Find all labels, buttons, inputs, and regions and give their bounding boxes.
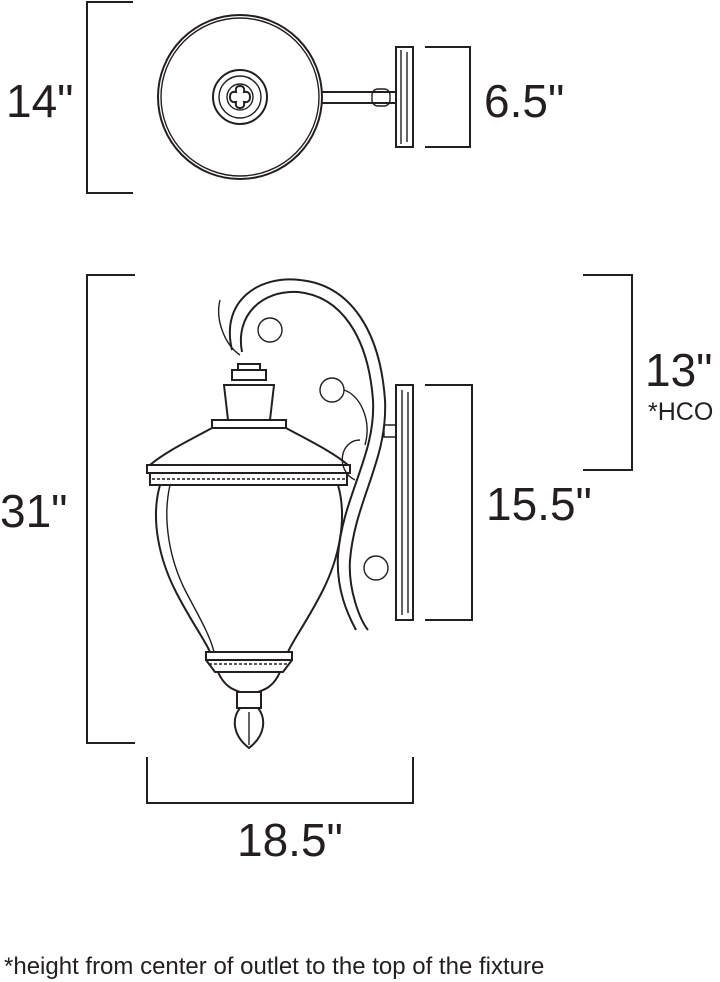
dimension-14-label: 14" [6, 75, 74, 127]
dimension-13-label: 13" [645, 344, 713, 396]
arm-top [321, 91, 396, 104]
top-view: 14" 6.5" [6, 1, 564, 194]
dimension-15-5-label: 15.5" [486, 478, 592, 530]
dimension-bracket-15-5 [425, 384, 473, 621]
dimension-bracket-31 [86, 274, 135, 744]
shade-outline-top [157, 14, 323, 180]
dimension-31-label: 31" [0, 485, 68, 537]
arm-scroll [229, 278, 387, 631]
dimension-bracket-13 [583, 274, 633, 471]
footnote: *height from center of outlet to the top… [4, 953, 544, 980]
dimension-18-5-label: 18.5" [237, 814, 343, 866]
lantern-roof [147, 427, 351, 466]
dimension-bracket-6-5 [425, 46, 471, 148]
lantern-glass [154, 484, 344, 653]
dimension-bracket-18-5 [146, 757, 414, 804]
dimension-6-5-label: 6.5" [484, 75, 564, 127]
hco-label: *HCO [648, 398, 713, 426]
bottom-finial [233, 707, 265, 750]
finial-icon [228, 84, 252, 110]
dimension-bracket-14 [86, 1, 133, 194]
side-view: 31" 13" *HCO 15.5" 18.5" [0, 274, 713, 866]
lantern-cap [222, 384, 276, 421]
backplate-top [395, 46, 414, 148]
backplate-side [395, 384, 414, 621]
